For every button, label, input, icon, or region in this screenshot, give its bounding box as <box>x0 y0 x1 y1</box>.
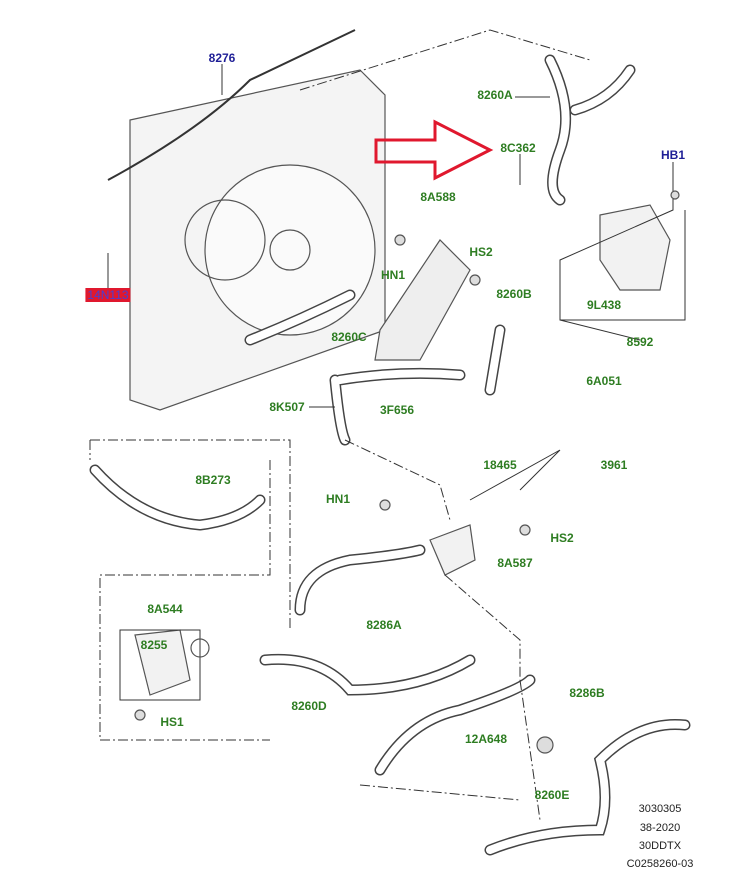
label-8A544: 8A544 <box>147 602 183 616</box>
label-8260E: 8260E <box>534 788 570 802</box>
label-3F656: 3F656 <box>379 403 415 417</box>
callout-lines <box>107 64 686 701</box>
label-3961: 3961 <box>600 458 628 472</box>
reference-code: 38-2020 <box>639 822 681 834</box>
label-HS2: HS2 <box>550 531 574 545</box>
label-HS2: HS2 <box>469 245 493 259</box>
pointer-arrow <box>374 119 494 181</box>
radiator-assembly <box>107 29 386 411</box>
label-HB1: HB1 <box>660 148 686 162</box>
label-8B273: 8B273 <box>195 473 231 487</box>
label-8260C: 8260C <box>331 330 367 344</box>
label-9L438: 9L438 <box>586 298 622 312</box>
label-8260A: 8260A <box>477 88 513 102</box>
label-14N113-highlighted: 14N113 <box>85 288 131 302</box>
label-12A648: 12A648 <box>464 732 508 746</box>
label-8A588: 8A588 <box>420 190 456 204</box>
label-HN1: HN1 <box>380 268 406 282</box>
reference-code: C0258260-03 <box>626 858 694 870</box>
leader-lines <box>89 29 591 821</box>
label-8286B: 8286B <box>569 686 605 700</box>
label-18465: 18465 <box>483 458 517 472</box>
reference-code: 30DDTX <box>638 840 682 852</box>
reference-code: 3030305 <box>638 803 682 815</box>
label-8255: 8255 <box>140 638 168 652</box>
label-HN1: HN1 <box>325 492 351 506</box>
label-HS1: HS1 <box>160 715 184 729</box>
label-8260D: 8260D <box>291 699 327 713</box>
fixings <box>134 190 680 754</box>
label-6A051: 6A051 <box>586 374 622 388</box>
label-8286A: 8286A <box>366 618 402 632</box>
label-8592: 8592 <box>626 335 654 349</box>
label-8A587: 8A587 <box>497 556 533 570</box>
label-8260B: 8260B <box>496 287 532 301</box>
label-8K507: 8K507 <box>269 400 305 414</box>
label-8C362: 8C362 <box>500 141 536 155</box>
label-8276: 8276 <box>208 51 236 65</box>
